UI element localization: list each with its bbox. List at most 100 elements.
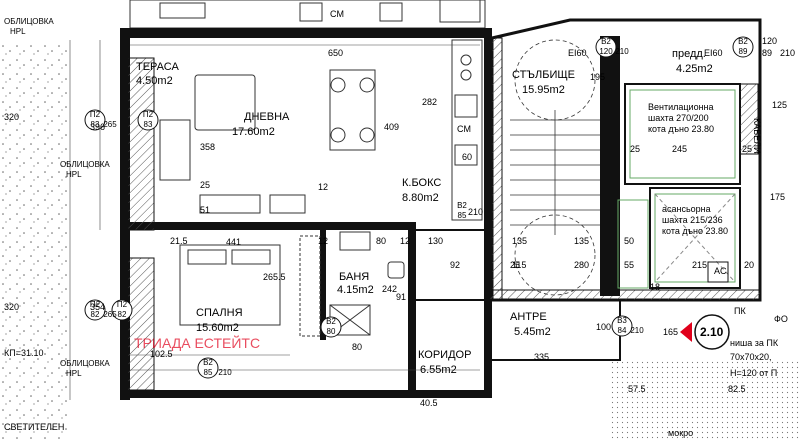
dim: 102.5 [150,349,173,359]
opening-code: П2 [117,300,128,309]
section-marker [680,314,730,350]
dim: 335 [534,352,549,362]
room-vestibule-area: 4.25m2 [676,63,713,75]
dim: 12 [400,236,410,246]
niche-height: H=120 от П [730,368,777,378]
dim: 354 [90,302,105,312]
room-living-name: ДНЕВНА [244,111,290,123]
cladding-labels: ОБЛИЦОВКА HPL ОБЛИЦОВКА HPL ОБЛИЦОВКА HP… [4,17,110,378]
dim: 89 [762,48,772,58]
elevator-shaft-line1: асансьорна [662,204,711,214]
bedroom-furniture [179,235,321,337]
dim: 245 [672,144,687,154]
dim: 265.5 [263,272,286,282]
opening-size: 83 [144,120,153,129]
opening-size: 84 [618,326,627,335]
vent-shaft [624,83,741,185]
misc-labels: CM CM КП=31.10 2.10 ПК ФО ниша за ПК 70x… [4,9,795,438]
dim: 80 [376,236,386,246]
cladding-label: ОБЛИЦОВКА [60,160,110,169]
room-corridor-name: КОРИДОР [418,349,471,361]
room-bedroom-area: 15.60m2 [196,322,239,334]
dim: 50 [624,236,634,246]
top-neighbor-strip [129,0,486,29]
room-kitchen-area: 8.80m2 [402,192,439,204]
elevator-shaft-line3: кота дъно 23.80 [662,226,728,236]
room-entry-area: 5.45m2 [514,326,551,338]
dim: 135 [512,236,527,246]
dim: 195 [590,72,605,82]
opening-size: 80 [327,327,336,336]
ac-label: AC [714,266,727,276]
dim: 80 [352,342,362,352]
opening-code: B2 [601,37,611,46]
dim: 21.5 [170,236,188,246]
dim: 25 [200,180,210,190]
opening-h: 210 [630,326,644,335]
elevator-shaft-line2: шахта 215/236 [662,215,723,225]
room-bedroom-name: СПАЛНЯ [196,307,243,319]
section-number: 2.10 [700,325,724,339]
room-bath-name: БАНЯ [339,271,369,283]
dim: 125 [772,100,787,110]
dim: 441 [226,237,241,247]
living-furniture [159,69,376,214]
room-vestibule-name: предд. [672,48,706,60]
ei60-label: EI60 [704,48,723,58]
light-label: СВЕТИТЕЛЕН [4,422,64,432]
dim: 92 [450,260,460,270]
room-kitchen-name: К.БОКС [402,177,441,189]
dim: 55 [624,260,634,270]
dimension-labels: 650 282 409 358 25 51 441 21.5 265.5 102… [4,48,787,408]
opening-code: П2 [90,300,101,309]
cables-label: КАБЕЛИ [752,118,762,154]
dim: 409 [384,122,399,132]
dim: 210 [780,48,795,58]
opening-h: 265 [103,310,117,319]
level-label: КП=31.10 [4,348,44,358]
cladding-label: ОБЛИЦОВКА [4,17,54,26]
dimension-lines [69,40,480,400]
room-terrace-area: 4.50m2 [136,75,173,87]
dim: 18 [650,282,660,292]
cm-label: CM [330,9,344,19]
terrace-cladding-left-bottom [127,257,155,391]
opening-code: B3 [617,316,627,325]
terrace-cladding-left [127,57,155,231]
opening-size: 82 [118,310,127,319]
opening-size: 85 [458,211,467,220]
room-labels: ТЕРАСА 4.50m2 ДНЕВНА 17.60m2 К.БОКС 8.80… [136,48,713,376]
niche-size: 70x70x20, [730,352,772,362]
dim: 20 [744,260,754,270]
vent-shaft-line1: Вентилационна [648,102,714,112]
cladding-hpl: HPL [66,170,82,179]
room-terrace-name: ТЕРАСА [136,61,179,73]
dim: 25 [510,260,520,270]
dim: 280 [574,260,589,270]
opening-code: П2 [143,110,154,119]
dim: 135 [574,236,589,246]
cladding-hpl: HPL [10,27,26,36]
room-stairs-area: 15.95m2 [522,84,565,96]
kitchen-counter [451,39,483,221]
room-stairs-name: СТЪЛБИЩЕ [512,69,575,81]
cladding-label: ОБЛИЦОВКА [60,359,110,368]
opening-h: 210 [218,368,232,377]
ground-strip-left [0,42,70,441]
dim: 210 [468,207,483,217]
opening-size: 83 [91,120,100,129]
dim: 100 [596,322,611,332]
elevator-shaft [649,187,741,289]
dim: 12 [318,236,328,246]
cm-label: CM [457,124,471,134]
niche-label: ниша за ПК [730,338,779,348]
opening-size: 120 [599,47,613,56]
cable-shaft [739,83,759,155]
ground-strip-bottom-right [610,360,800,441]
dim: 120 [762,36,777,46]
dim: 25 [742,144,752,154]
dim: 115 [512,260,526,270]
room-corridor-area: 6.55m2 [420,364,457,376]
opening-size: 89 [739,47,748,56]
opening-code: П2 [90,110,101,119]
